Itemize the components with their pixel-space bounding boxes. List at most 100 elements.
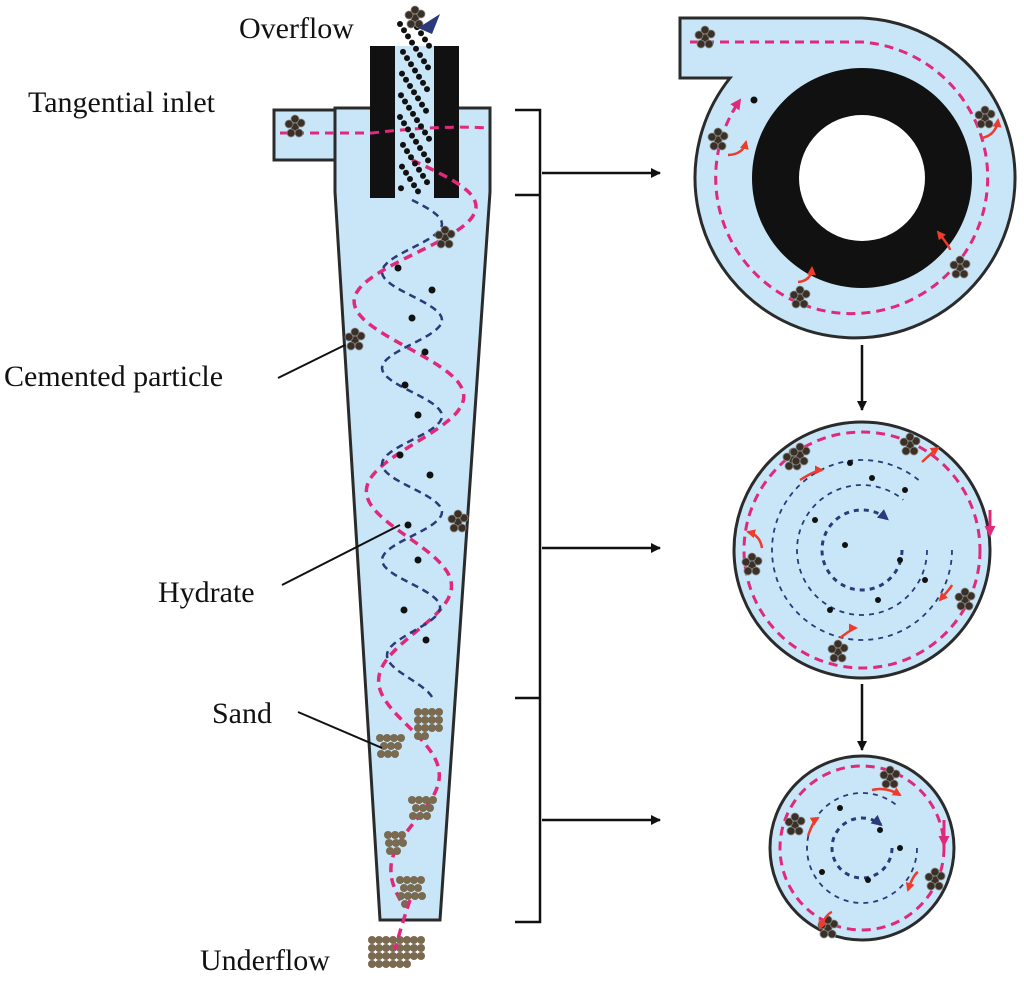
sand-grain	[409, 812, 417, 820]
hydrate-dot	[409, 39, 415, 46]
cemented-particle-leader	[277, 344, 346, 379]
sand-grain	[422, 796, 430, 804]
cemented-particle	[707, 127, 729, 151]
sand-grain	[414, 708, 422, 716]
sand-grain	[417, 952, 425, 960]
sand-grain	[377, 750, 385, 758]
sand-grain	[383, 734, 391, 742]
sand-grain	[391, 831, 399, 839]
cemented-particle	[434, 225, 456, 249]
sand-grain	[396, 952, 404, 960]
sand-grain	[375, 944, 383, 952]
top-cross-section	[678, 16, 1017, 340]
sand-grain	[376, 734, 384, 742]
underflow-flow-line	[393, 899, 412, 951]
sand-grain	[416, 812, 424, 820]
cemented-particle	[789, 285, 811, 309]
middle-section-flow	[741, 432, 996, 663]
sand-grain	[407, 884, 415, 892]
overflow-hydrate-particles	[397, 21, 432, 195]
sand-grain	[417, 936, 425, 944]
cemented-particle	[879, 765, 901, 789]
sand-grain	[421, 708, 429, 716]
bottom-section-wall	[768, 754, 956, 942]
hydrate-dot	[424, 179, 430, 186]
vortex-finder-opening	[799, 115, 925, 241]
sand-leader	[297, 711, 383, 749]
sand-grain	[368, 952, 376, 960]
inlet-flow-line	[280, 125, 489, 135]
hydrate-dot	[401, 381, 409, 389]
cemented-particle	[949, 255, 971, 279]
cemented-particle	[784, 812, 806, 836]
sand-grain	[391, 750, 399, 758]
sand-grain	[435, 708, 443, 716]
sand-grain	[382, 952, 390, 960]
sand-grain	[375, 960, 383, 968]
hydrate-label: Hydrate	[158, 576, 255, 609]
hydrate-dot	[402, 98, 408, 105]
hydrate-dot	[415, 188, 421, 195]
hydrocyclone	[272, 5, 492, 968]
hydrate-dot	[412, 67, 418, 74]
hydrate-dot	[397, 114, 403, 120]
sand-grain	[403, 944, 411, 952]
hydrate-dot	[401, 120, 407, 127]
middle-outer-flow	[742, 430, 982, 670]
sand-grain	[408, 796, 416, 804]
sand-grain	[414, 732, 422, 740]
sand-grain	[380, 742, 388, 750]
sand-grain	[411, 892, 419, 900]
hydrate-dot	[412, 160, 418, 167]
sand-grain	[410, 876, 418, 884]
sand-grain	[417, 944, 425, 952]
hydrate-dot	[394, 264, 402, 272]
hydrate-dot	[411, 89, 417, 96]
sand-grain	[418, 892, 426, 900]
hydrate-dot	[416, 166, 422, 173]
sand-particles	[368, 708, 443, 968]
hydrate-dot	[408, 314, 416, 322]
sand-grain	[368, 944, 376, 952]
hydrate-dot	[399, 163, 405, 170]
sand-grain	[410, 936, 418, 944]
sand-grain	[421, 716, 429, 724]
hydrate-dot	[411, 182, 417, 189]
hydrate-dot	[417, 52, 423, 58]
sand-grain	[404, 892, 412, 900]
cemented-particle	[694, 25, 716, 49]
hydrate-dot	[424, 86, 430, 93]
cemented-particle	[827, 639, 849, 663]
hydrate-dot	[413, 45, 419, 52]
hydrate-dot	[425, 64, 431, 71]
sand-grain	[412, 804, 420, 812]
hydrate-dot	[409, 132, 415, 139]
sand-grain	[389, 960, 397, 968]
sand-grain	[415, 796, 423, 804]
hydrate-dot	[396, 451, 404, 459]
top-section-particles	[694, 25, 1002, 309]
cemented-particles	[284, 5, 469, 533]
hydrate-leader	[281, 524, 401, 586]
sand-grain	[426, 804, 434, 812]
hydrate-dot	[414, 117, 420, 124]
hydrate-dot	[421, 348, 429, 356]
sand-grain	[396, 944, 404, 952]
hydrate-dot	[406, 104, 412, 111]
sand-grain	[410, 944, 418, 952]
cemented-particle	[447, 509, 469, 533]
sand-grain	[382, 944, 390, 952]
sand-grain	[435, 716, 443, 724]
sand-grain	[368, 936, 376, 944]
cemented-particle	[344, 327, 366, 351]
cemented-particle	[899, 432, 921, 456]
hydrate-dot	[421, 58, 427, 65]
sand-grain	[417, 876, 425, 884]
cemented-particle	[741, 552, 763, 576]
sand-grain	[375, 936, 383, 944]
cemented-particle	[924, 867, 946, 891]
hydrate-dot	[428, 286, 436, 294]
sand-grain	[423, 812, 431, 820]
hydrate-dot	[423, 107, 429, 114]
